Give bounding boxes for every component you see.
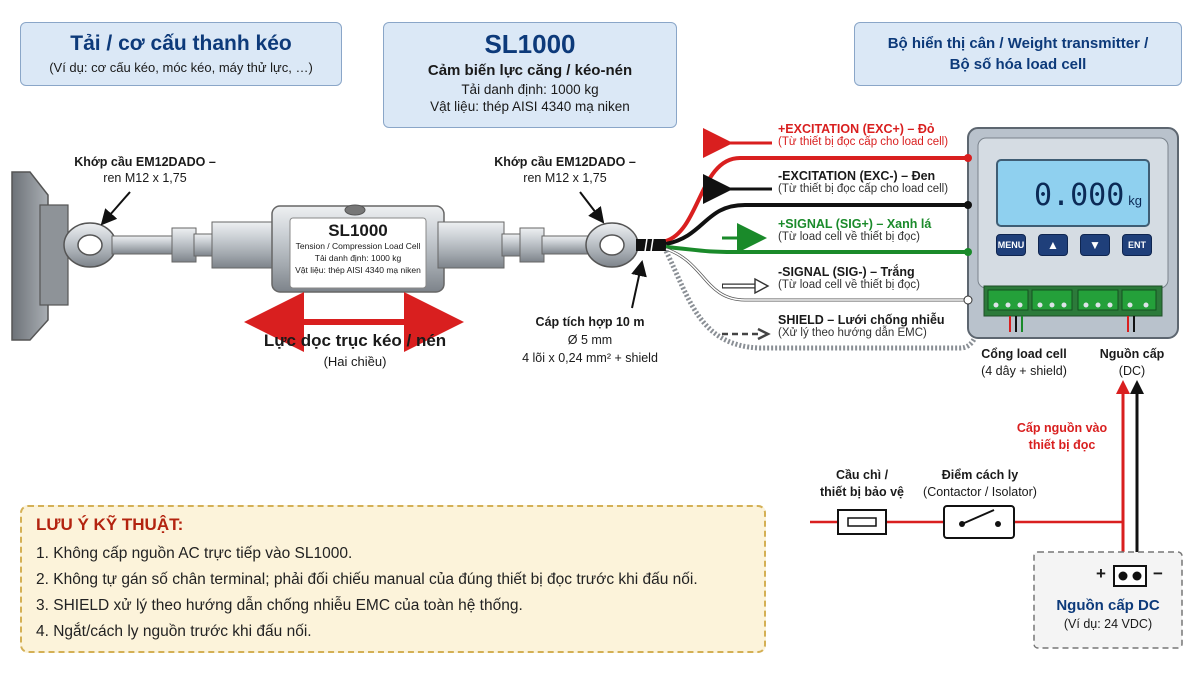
force-label: Lực dọc trục kéo / nén (Hai chiều) <box>230 331 480 369</box>
sensor-nameplate-title: SL1000 <box>328 221 388 240</box>
port-power-label: Nguồn cấp (DC) <box>1090 346 1174 380</box>
terminal-strip <box>987 289 1157 332</box>
wire-sig-plus <box>665 245 968 254</box>
port-power-line2: (DC) <box>1118 364 1146 378</box>
technical-note-item: 2. Không tự gán số chân terminal; phải đ… <box>36 571 698 588</box>
isolator-line2: (Contactor / Isolator) <box>923 485 1037 499</box>
cable-pointer <box>631 260 647 309</box>
dc-supply-subtitle: (Ví dụ: 24 VDC) <box>1063 617 1153 631</box>
header-sensor-subtitle: Cảm biến lực căng / kéo-nén <box>427 62 633 79</box>
meter-down-button[interactable]: ▼ <box>1080 234 1110 256</box>
port-loadcell-label: Cổng load cell (4 dây + shield) <box>962 346 1086 380</box>
meter-display-value: 0.000 <box>1033 178 1125 213</box>
isolator-symbol <box>943 505 1015 539</box>
sensor-nameplate: SL1000 Tension / Compression Load Cell T… <box>290 221 426 276</box>
cable-label: Cáp tích hợp 10 m Ø 5 mm 4 lõi x 0,24 mm… <box>500 313 680 367</box>
wire-sig-minus-sub: (Từ load cell về thiết bị đọc) <box>778 279 920 291</box>
force-subtitle: (Hai chiều) <box>323 354 387 369</box>
port-power-line1: Nguồn cấp <box>1099 347 1165 361</box>
force-title: Lực dọc trục kéo / nén <box>263 331 447 350</box>
rod-end-right <box>585 222 639 268</box>
header-load-subtitle: (Ví dụ: cơ cấu kéo, móc kéo, máy thử lực… <box>49 60 313 75</box>
header-sensor-line1: Tải danh định: 1000 kg <box>461 82 599 97</box>
header-sensor-title: SL1000 <box>484 29 576 59</box>
fuse-line1: Cầu chì / <box>835 468 889 482</box>
sensor-nameplate-line1: Tension / Compression Load Cell <box>295 241 421 251</box>
meter-up-button[interactable]: ▲ <box>1038 234 1068 256</box>
wire-exc-plus <box>665 156 968 243</box>
dc-supply-label: Nguồn cấp DC (Ví dụ: 24 VDC) <box>1034 597 1182 631</box>
header-sensor-box: SL1000 Cảm biến lực căng / kéo-nén Tải d… <box>383 22 677 128</box>
wire-exc-minus <box>665 203 968 246</box>
wire-shield-sub: (Xử lý theo hướng dẫn EMC) <box>778 327 927 339</box>
rod-end-left <box>63 222 215 268</box>
wire-sig-plus-head: +SIGNAL (SIG+) – Xanh lá <box>778 217 932 231</box>
meter-display: 0.000 kg <box>1010 170 1142 216</box>
meter-menu-button[interactable]: MENU <box>996 234 1026 256</box>
header-transmitter-line2: Bộ số hóa load cell <box>949 56 1087 73</box>
wire-label-exc-plus: +EXCITATION (EXC+) – Đỏ (Từ thiết bị đọc… <box>778 122 966 148</box>
cable-title: Cáp tích hợp 10 m <box>535 315 645 329</box>
rod-end-left-line2: ren M12 x 1,75 <box>103 171 187 185</box>
transmitter-housing <box>967 127 1179 339</box>
rod-end-left-line1: Khớp cầu EM12DADO – <box>74 155 216 169</box>
wire-exc-minus-head: -EXCITATION (EXC-) – Đen <box>778 169 936 183</box>
rod-end-left-pointer <box>100 191 131 226</box>
rod-end-left-label: Khớp cầu EM12DADO – ren M12 x 1,75 <box>50 154 240 186</box>
wire-exc-minus-sub: (Từ thiết bị đọc cấp cho load cell) <box>778 183 949 195</box>
power-note-label: Cấp nguồn vào thiết bị đọc <box>1006 420 1118 454</box>
port-loadcell-line2: (4 dây + shield) <box>981 364 1067 378</box>
sensor-nameplate-line2: Tải danh định: 1000 kg <box>314 253 402 263</box>
cable-jacket <box>636 239 666 251</box>
dc-supply-title: Nguồn cấp DC <box>1056 597 1160 614</box>
rod-end-right-line2: ren M12 x 1,75 <box>523 171 607 185</box>
isolator-line1: Điểm cách ly <box>941 468 1019 482</box>
rod-end-right-pointer <box>579 191 605 224</box>
rod-end-right-label: Khớp cầu EM12DADO – ren M12 x 1,75 <box>470 154 660 186</box>
wire-label-shield: SHIELD – Lưới chống nhiễu (Xử lý theo hư… <box>778 313 966 339</box>
sig-minus-arrow <box>722 277 770 295</box>
header-sensor-line2: Vật liệu: thép AISI 4340 mạ niken <box>430 99 630 114</box>
wire-shield <box>663 249 983 351</box>
technical-note-item: 4. Ngắt/cách ly nguồn trước khi đấu nối. <box>36 623 312 640</box>
power-note-line2: thiết bị đọc <box>1028 438 1096 452</box>
shield-arrow <box>722 327 771 341</box>
fuse-line2: thiết bị bảo vệ <box>819 485 905 499</box>
wire-label-sig-plus: +SIGNAL (SIG+) – Xanh lá (Từ load cell v… <box>778 217 966 243</box>
header-transmitter-box: Bộ hiển thị cân / Weight transmitter / B… <box>854 22 1182 86</box>
wire-label-exc-minus: -EXCITATION (EXC-) – Đen (Từ thiết bị đọ… <box>778 169 966 195</box>
cable-line1: Ø 5 mm <box>567 333 613 347</box>
header-load-box: Tải / cơ cấu thanh kéo (Ví dụ: cơ cấu ké… <box>20 22 342 86</box>
wire-exc-plus-head: +EXCITATION (EXC+) – Đỏ <box>778 122 935 136</box>
technical-note-item: 1. Không cấp nguồn AC trực tiếp vào SL10… <box>36 545 353 562</box>
fuse-label: Cầu chì / thiết bị bảo vệ <box>800 467 924 501</box>
technical-notes-title: LƯU Ý KỸ THUẬT: <box>36 515 184 534</box>
load-cell-body <box>211 204 593 293</box>
header-transmitter-line1: Bộ hiển thị cân / Weight transmitter / <box>887 35 1149 52</box>
technical-note-item: 3. SHIELD xử lý theo hướng dẫn chống nhi… <box>36 597 523 614</box>
dc-plus-sign: + <box>1096 564 1106 583</box>
isolator-label: Điểm cách ly (Contactor / Isolator) <box>914 467 1046 501</box>
port-loadcell-line1: Cổng load cell <box>981 347 1067 361</box>
rod-end-right-line1: Khớp cầu EM12DADO – <box>494 155 636 169</box>
wire-sig-minus-head: -SIGNAL (SIG-) – Trắng <box>778 265 915 279</box>
power-note-line1: Cấp nguồn vào <box>1016 421 1108 435</box>
wire-shield-head: SHIELD – Lưới chống nhiễu <box>778 313 945 327</box>
technical-notes-box: LƯU Ý KỸ THUẬT: 1. Không cấp nguồn AC tr… <box>20 505 766 653</box>
dc-minus-sign: − <box>1153 564 1163 583</box>
wire-label-sig-minus: -SIGNAL (SIG-) – Trắng (Từ load cell về … <box>778 265 966 291</box>
cable-line2: 4 lõi x 0,24 mm² + shield <box>522 351 658 365</box>
wire-exc-plus-sub: (Từ thiết bị đọc cấp cho load cell) <box>778 136 949 148</box>
meter-display-unit: kg <box>1128 193 1142 208</box>
sensor-nameplate-line3: Vật liệu: thép AISI 4340 mạ niken <box>295 265 421 275</box>
fuse-symbol <box>837 509 887 535</box>
meter-ent-button[interactable]: ENT <box>1122 234 1152 256</box>
header-load-title: Tải / cơ cấu thanh kéo <box>70 32 292 55</box>
wire-sig-plus-sub: (Từ load cell về thiết bị đọc) <box>778 231 920 243</box>
mounting-plate <box>11 171 69 341</box>
